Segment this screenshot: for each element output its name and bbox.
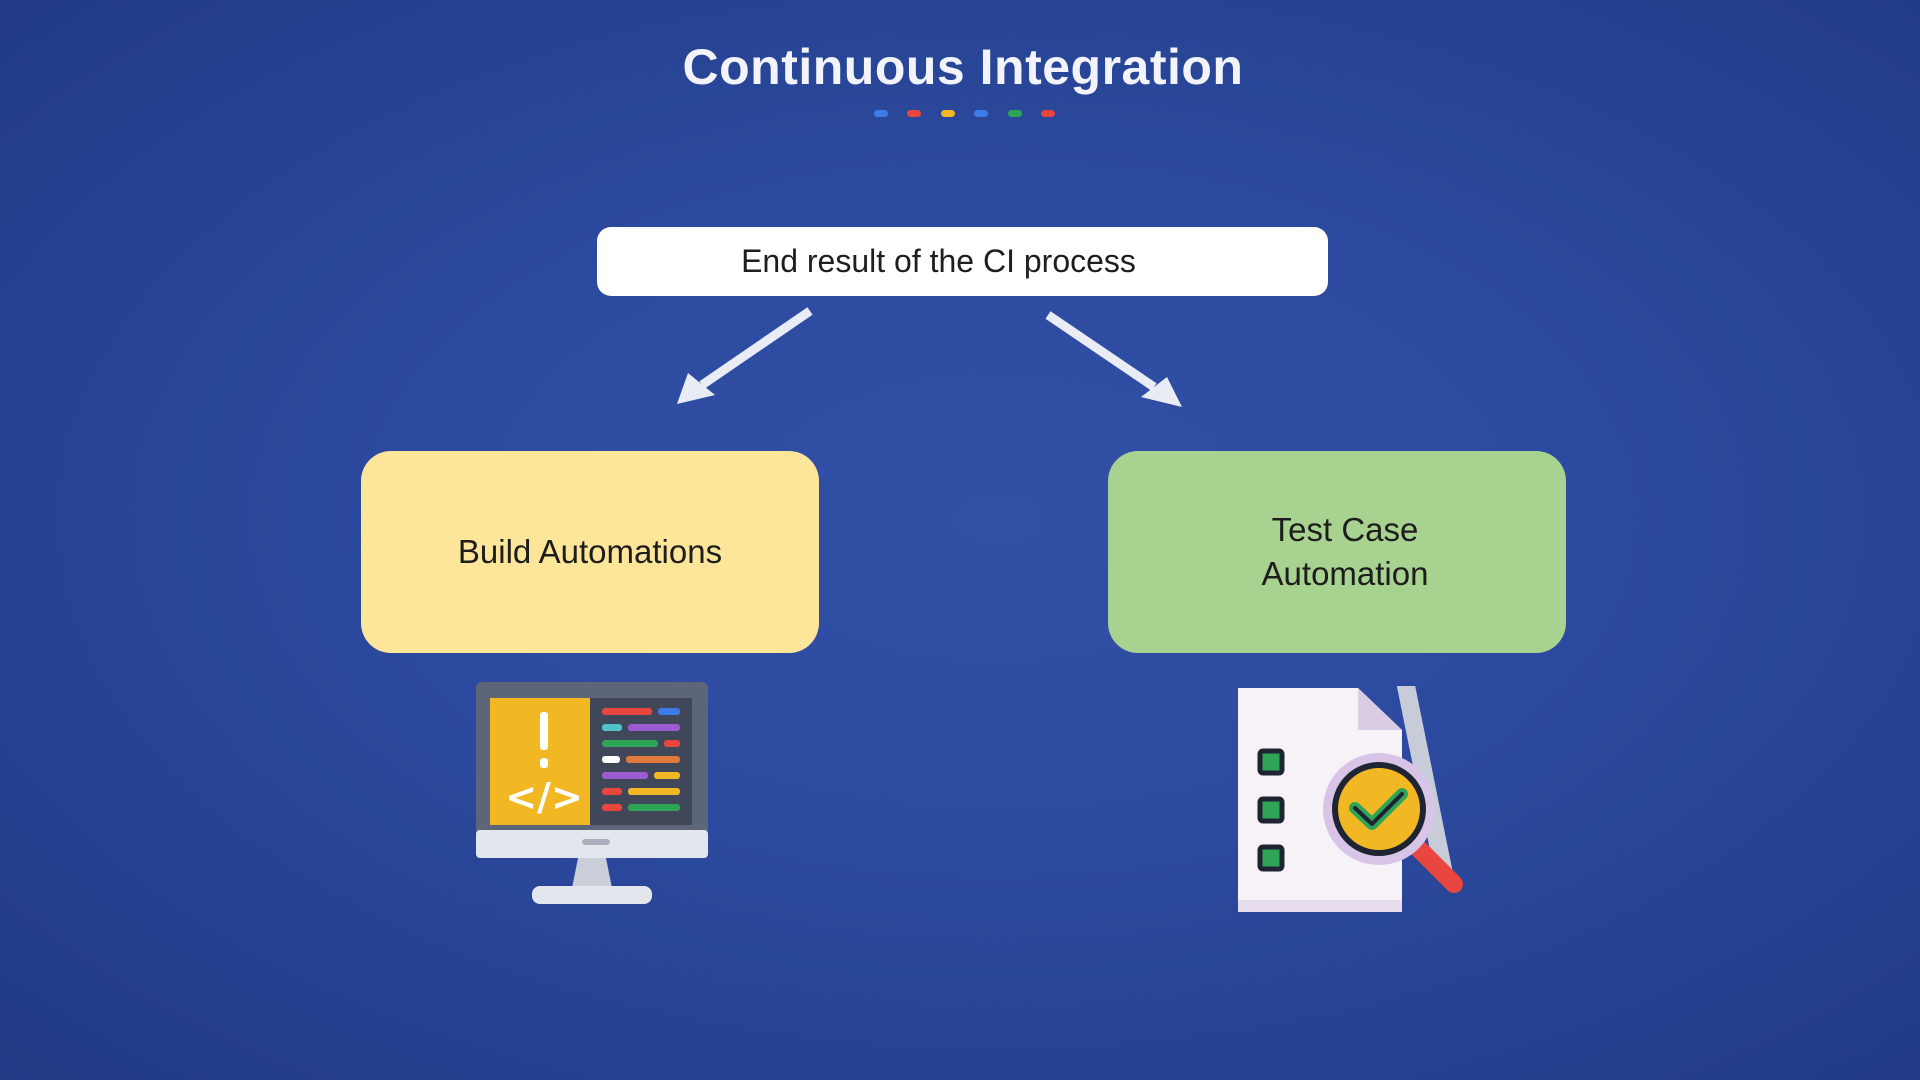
accent-dot	[1008, 110, 1022, 117]
accent-dot	[941, 110, 955, 117]
build-automations-card: Build Automations	[361, 451, 819, 653]
svg-text:</>: </>	[505, 775, 583, 819]
title-accent-dots	[874, 110, 1055, 120]
left-arrow	[677, 307, 813, 404]
right-arrow	[1045, 311, 1182, 407]
result-box-label: End result of the CI process	[741, 243, 1136, 279]
code-monitor-icon: </>	[476, 682, 708, 904]
accent-dot	[974, 110, 988, 117]
test-case-automation-card: Test Case Automation	[1108, 451, 1566, 653]
build-automations-label: Build Automations	[457, 533, 723, 570]
result-box: End result of the CI process	[597, 227, 1328, 296]
test-checklist-icon	[1238, 686, 1463, 912]
accent-dot	[907, 110, 921, 117]
accent-dot	[1041, 110, 1055, 117]
test-case-automation-label: Test Case Automation	[1261, 511, 1429, 592]
slide-title: Continuous Integration	[682, 39, 1244, 95]
accent-dot	[874, 110, 888, 117]
